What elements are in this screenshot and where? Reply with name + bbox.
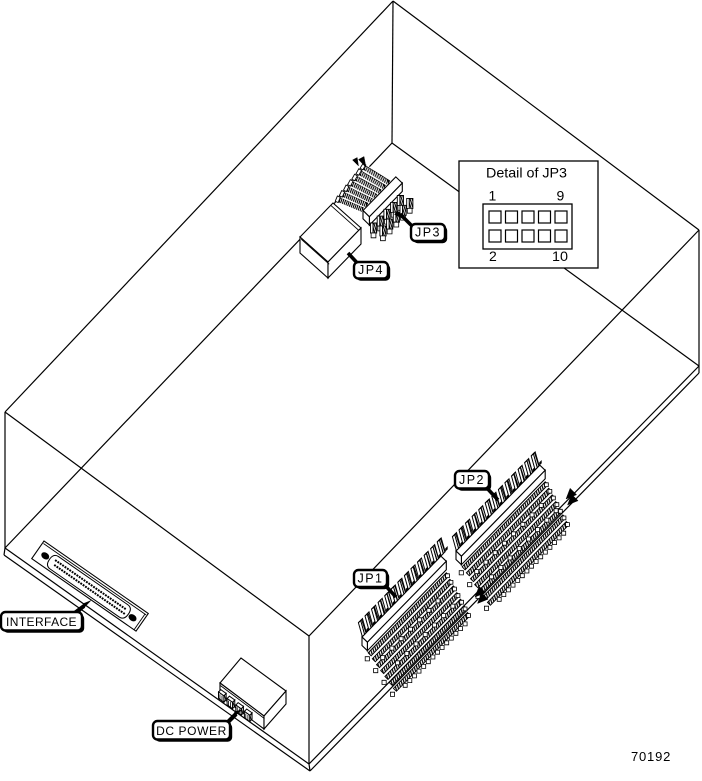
svg-text:DC POWER: DC POWER (156, 724, 227, 738)
svg-text:9: 9 (557, 188, 565, 204)
svg-text:2: 2 (489, 248, 497, 264)
svg-text:JP4: JP4 (358, 263, 384, 277)
svg-text:10: 10 (552, 248, 568, 264)
svg-text:INTERFACE: INTERFACE (6, 615, 77, 629)
svg-text:70192: 70192 (631, 749, 671, 764)
svg-text:JP1: JP1 (357, 572, 383, 586)
svg-text:Detail of JP3: Detail of JP3 (486, 164, 567, 180)
svg-text:JP2: JP2 (459, 473, 485, 487)
svg-text:1: 1 (489, 188, 497, 204)
svg-text:JP3: JP3 (415, 226, 441, 240)
